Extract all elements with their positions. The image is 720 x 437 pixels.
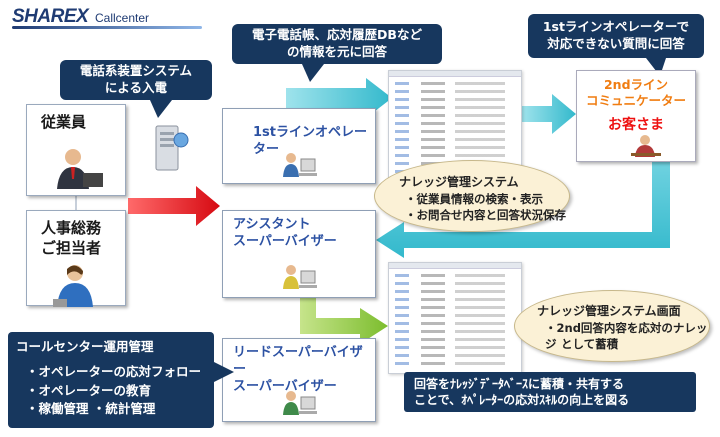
knowledge-screen-title: ナレッジ管理システム画面 bbox=[537, 304, 681, 318]
arrow-assistant-to-lead bbox=[300, 298, 388, 344]
callout-phone-system: 電話系装置システム による入電 bbox=[60, 60, 212, 118]
callout-operator-info: 電子電話帳、応対履歴DBなど の情報を元に回答 bbox=[232, 24, 442, 82]
knowledge-share-line1: 回答をﾅﾚｯｼﾞﾃﾞｰﾀﾍﾞｰｽに蓄積・共有する bbox=[414, 377, 625, 391]
knowledge-screen-line2: として蓄積 bbox=[561, 337, 619, 351]
operator-icon bbox=[283, 153, 317, 177]
callout-escalation: 1stラインオペレーターで 対応できない質問に回答 bbox=[528, 14, 704, 76]
supervisor-icon bbox=[283, 265, 317, 289]
lead-supervisor-icon bbox=[283, 391, 317, 415]
callout-management: コールセンター運用管理 ・オペレーターの応対フォロー ・オペレーターの教育 ・稼… bbox=[8, 332, 234, 428]
management-item-3: ・稼働管理 ・統計管理 bbox=[26, 401, 156, 417]
server-icon bbox=[150, 122, 190, 174]
first-line-operator-box: 1stラインオペレーター bbox=[222, 108, 376, 184]
assistant-supervisor-box: アシスタント スーパーバイザー bbox=[222, 210, 376, 298]
first-line-operator-label: 1stラインオペレーター bbox=[253, 125, 367, 157]
logo-sub: Callcenter bbox=[95, 11, 150, 25]
customer-box-line1: 2ndライン bbox=[603, 77, 669, 92]
assistant-supervisor-label: アシスタント スーパーバイザー bbox=[233, 217, 337, 251]
employee-figure-icon bbox=[57, 149, 103, 189]
hr-figure-icon bbox=[53, 265, 93, 307]
system-screenshot-bottom bbox=[388, 262, 522, 374]
communicator-icon bbox=[631, 135, 661, 157]
management-item-2: ・オペレーターの教育 bbox=[26, 382, 152, 398]
arrow-system-to-customer bbox=[522, 94, 576, 134]
customer-box-line2: コミュニケーター bbox=[585, 92, 686, 108]
knowledge-system-bubble: ナレッジ管理システム ・従業員情報の検索・表示 ・お問合せ内容と回答状況保存 bbox=[374, 160, 570, 232]
lead-supervisor-line2: スーパーバイザー bbox=[233, 378, 337, 394]
callout-operator-info-line1: 電子電話帳、応対履歴DBなど bbox=[252, 27, 422, 42]
lead-supervisor-line1: リードスーパーバイザー bbox=[233, 345, 363, 377]
callout-escalation-line2: 対応できない質問に回答 bbox=[547, 35, 685, 51]
callout-operator-info-line2: の情報を元に回答 bbox=[286, 43, 387, 59]
customer-box: 2ndライン コミュニケーター お客さま bbox=[576, 70, 696, 162]
management-item-1: ・オペレーターの応対フォロー bbox=[26, 363, 202, 379]
arrow-customer-to-assistant bbox=[376, 162, 670, 258]
hr-box: 人事総務 ご担当者 bbox=[26, 210, 126, 307]
hr-label-line2: ご担当者 bbox=[41, 238, 102, 257]
sharex-logo: SHAREX Callcenter bbox=[8, 4, 208, 32]
lead-supervisor-label: リードスーパーバイザー スーパーバイザー bbox=[233, 345, 375, 396]
callout-knowledge-share: 回答をﾅﾚｯｼﾞﾃﾞｰﾀﾍﾞｰｽに蓄積・共有する ことで、ｵﾍﾟﾚｰﾀｰの応対ｽ… bbox=[404, 372, 696, 412]
management-head: コールセンター運用管理 bbox=[16, 339, 154, 354]
hr-label: 人事総務 ご担当者 bbox=[41, 219, 101, 258]
assistant-supervisor-line2: スーパーバイザー bbox=[233, 233, 337, 249]
employee-box: 従業員 bbox=[26, 104, 126, 196]
arrow-incoming-call bbox=[128, 186, 220, 226]
knowledge-screen-line1: ・2nd回答内容を応対のナレッジ bbox=[545, 321, 708, 351]
logo-brand: SHAREX bbox=[12, 6, 89, 27]
knowledge-share-line2: ことで、ｵﾍﾟﾚｰﾀｰの応対ｽｷﾙの向上を図る bbox=[414, 393, 630, 408]
logo-swoosh bbox=[12, 26, 202, 29]
knowledge-system-line1: ・従業員情報の検索・表示 bbox=[405, 192, 543, 206]
hr-label-line1: 人事総務 bbox=[41, 219, 102, 237]
callout-phone-system-line2: による入電 bbox=[104, 79, 168, 95]
knowledge-system-line2: ・お問合せ内容と回答状況保存 bbox=[405, 208, 566, 222]
customer-box-title: 2ndライン コミュニケーター bbox=[577, 77, 695, 108]
knowledge-system-title: ナレッジ管理システム bbox=[399, 175, 519, 189]
assistant-supervisor-line1: アシスタント bbox=[233, 217, 311, 232]
callout-escalation-line1: 1stラインオペレーターで bbox=[542, 19, 690, 34]
customer-label: お客さま bbox=[608, 117, 664, 134]
knowledge-screen-bubble: ナレッジ管理システム画面 ・2nd回答内容を応対のナレッジ として蓄積 bbox=[514, 290, 710, 362]
callout-phone-system-line1: 電話系装置システム bbox=[79, 63, 193, 78]
lead-supervisor-box: リードスーパーバイザー スーパーバイザー bbox=[222, 338, 376, 422]
employee-label: 従業員 bbox=[41, 113, 87, 131]
